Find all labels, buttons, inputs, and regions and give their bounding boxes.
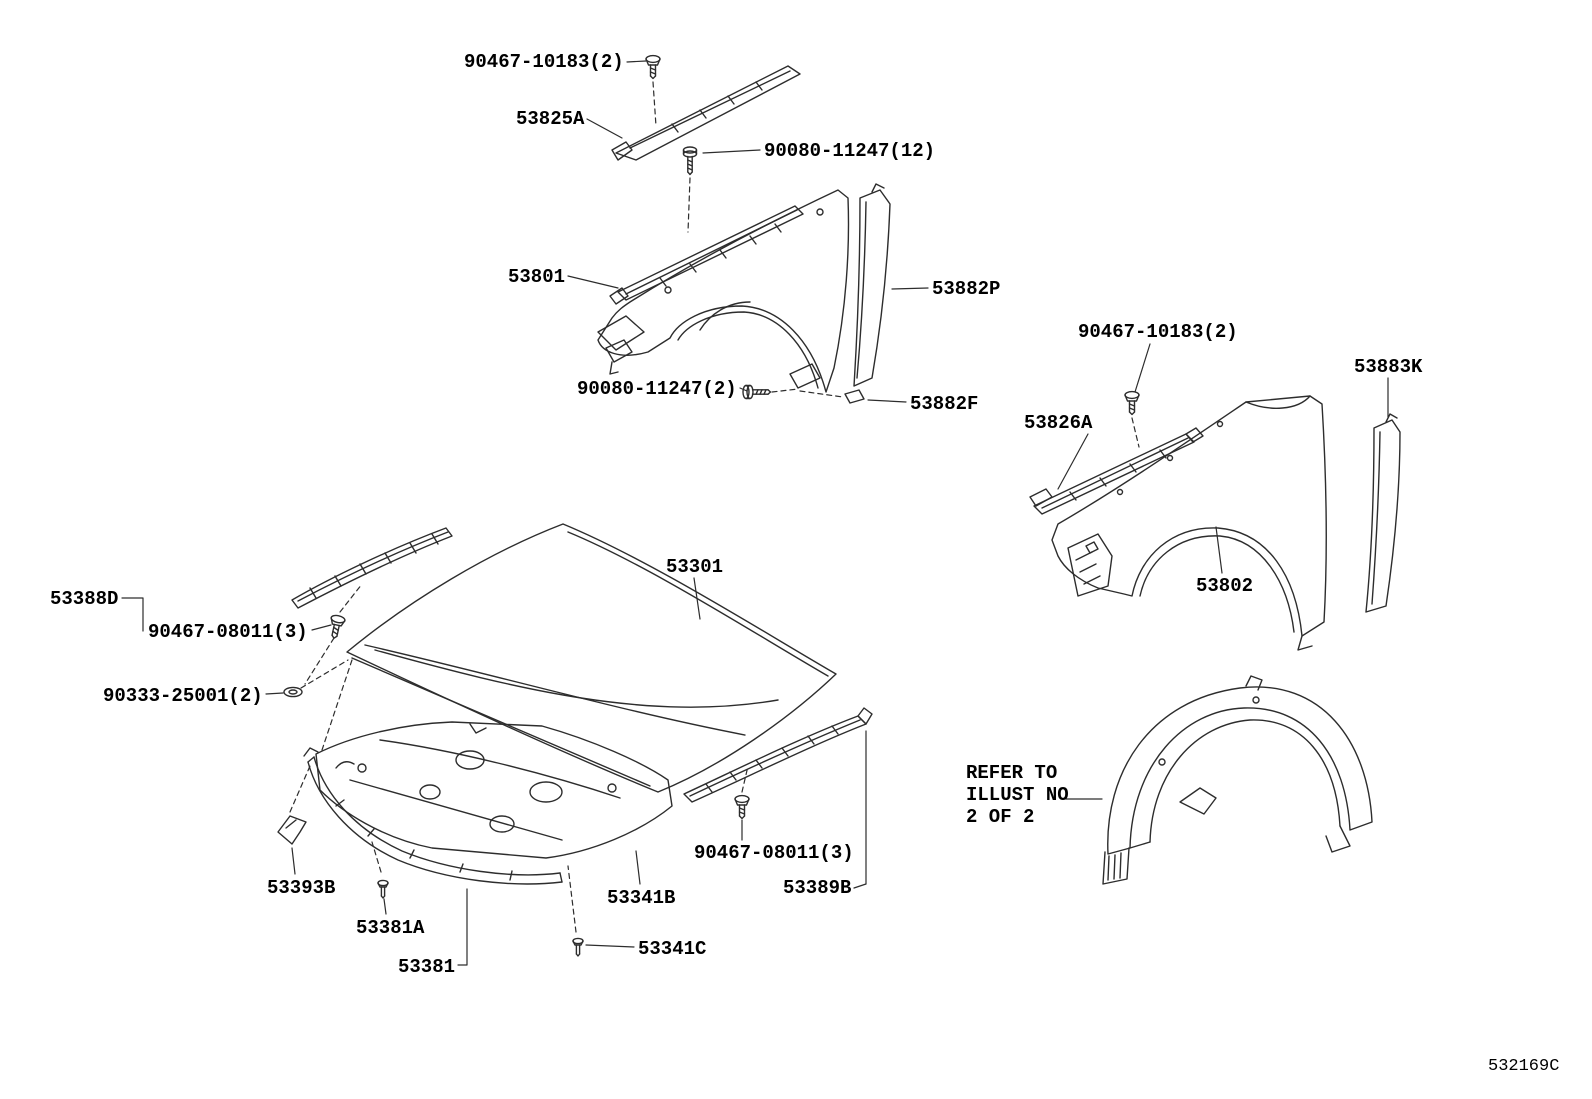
fender-pad-53882P-drawing	[853, 183, 891, 387]
diagram-code: 532169C	[1488, 1057, 1560, 1076]
part-label-90080-11247-2: 90080-11247(2)	[577, 378, 737, 400]
part-label-53825A: 53825A	[516, 108, 585, 130]
screw-fastener-icon	[742, 384, 772, 400]
hood-panel-53301-drawing	[346, 523, 837, 793]
part-label-53882F: 53882F	[910, 393, 979, 415]
part-label-53882P: 53882P	[932, 278, 1001, 300]
push-pin-icon	[572, 937, 584, 957]
front-fender-lh-53801-drawing	[597, 189, 850, 393]
fender-pad-53883K-drawing	[1365, 413, 1401, 613]
fender-pad-53882F-drawing	[844, 389, 865, 404]
cowl-top-panel-53825A-drawing	[611, 65, 801, 161]
part-label-53801: 53801	[508, 266, 566, 288]
clip-fastener-icon	[734, 794, 750, 820]
hood-seal-53388D-drawing	[291, 527, 453, 609]
clip-fastener-icon	[1124, 390, 1140, 416]
part-label-90467-08011-right: 90467-08011(3)	[694, 842, 854, 864]
push-pin-icon	[377, 879, 389, 899]
part-label-53826A: 53826A	[1024, 412, 1093, 434]
clip-fastener-icon	[326, 613, 347, 641]
part-label-90467-10183-right: 90467-10183(2)	[1078, 321, 1238, 343]
part-label-53393B: 53393B	[267, 877, 336, 899]
part-label-53341B: 53341B	[607, 887, 676, 909]
part-label-53381: 53381	[398, 956, 456, 978]
part-label-53341C: 53341C	[638, 938, 707, 960]
part-label-53883K: 53883K	[1354, 356, 1423, 378]
part-label-53802: 53802	[1196, 575, 1254, 597]
cowl-top-panel-53826A-drawing	[1029, 427, 1204, 515]
clip-fastener-icon	[645, 54, 661, 80]
part-label-53381A: 53381A	[356, 917, 425, 939]
part-label-90333-25001: 90333-25001(2)	[103, 685, 263, 707]
part-label-53388D: 53388D	[50, 588, 119, 610]
screw-fastener-icon	[682, 146, 698, 176]
hood-insulator-53341B-drawing	[315, 721, 673, 859]
refer-note: REFER TO ILLUST NO 2 OF 2	[966, 762, 1069, 828]
grommet-icon	[283, 686, 303, 698]
part-label-90080-11247-12: 90080-11247(12)	[764, 140, 936, 162]
part-label-53301: 53301	[666, 556, 724, 578]
leader-lines	[121, 60, 1389, 966]
part-label-90467-10183-top: 90467-10183(2)	[464, 51, 624, 73]
part-label-53389B: 53389B	[783, 877, 852, 899]
hood-seal-rear-53389B-drawing	[683, 707, 873, 803]
front-seal-53381-drawing	[303, 747, 563, 885]
part-label-90467-08011-left: 90467-08011(3)	[148, 621, 308, 643]
alignment-dashed-lines	[289, 81, 1140, 933]
front-fender-rh-53802-drawing	[1051, 395, 1327, 651]
fender-liner-drawing	[1102, 675, 1373, 885]
bracket-53393B-drawing	[277, 815, 307, 845]
